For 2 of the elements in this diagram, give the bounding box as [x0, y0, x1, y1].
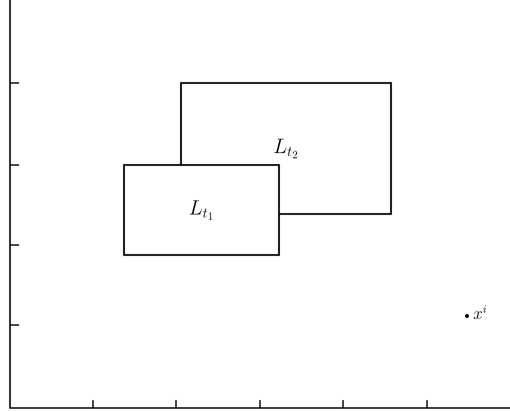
region-box: $L_{t_{1}}$: [123, 164, 280, 256]
point-label: $x^{i}$: [474, 305, 486, 319]
